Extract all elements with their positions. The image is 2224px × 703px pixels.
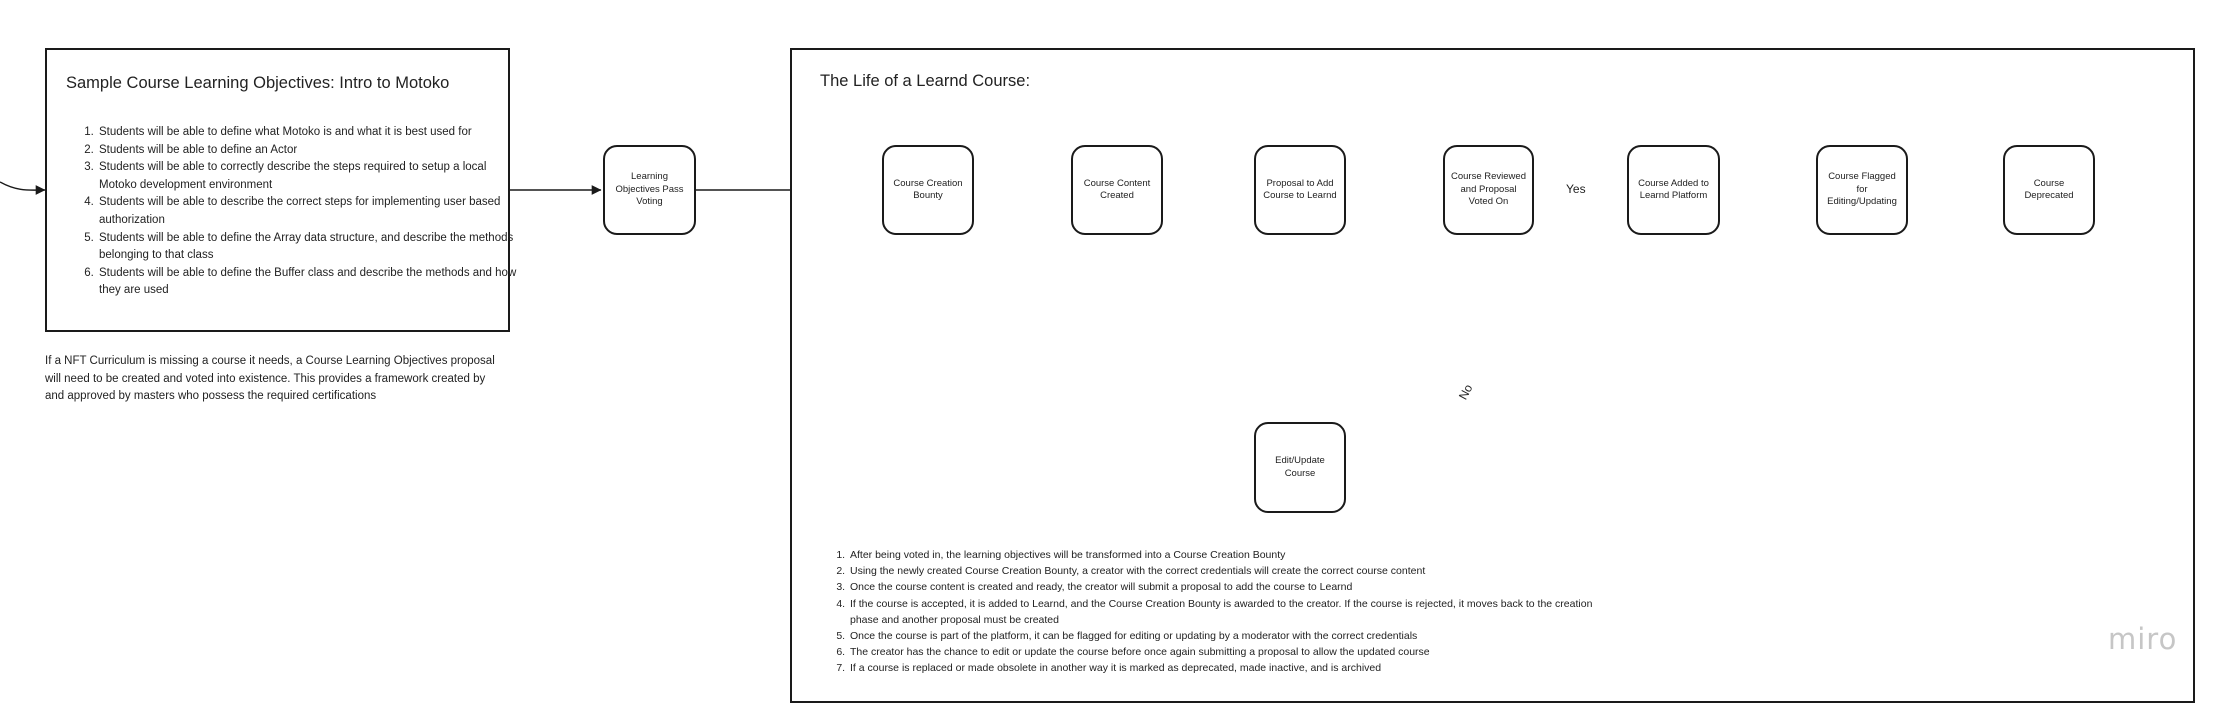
node-line: Editing/Updating [1827, 196, 1897, 208]
node-line: Course to Learnd [1263, 190, 1337, 201]
step-item: If a course is replaced or made obsolete… [848, 660, 1608, 676]
node-proposal-to-add-course[interactable]: Proposal to Add Course to Learnd [1254, 145, 1346, 235]
node-line: Course Reviewed [1451, 171, 1526, 183]
objective-item: Students will be able to correctly descr… [97, 159, 517, 194]
node-line: Learning [631, 171, 668, 183]
miro-logo: miro [2108, 622, 2178, 656]
step-item: Once the course is part of the platform,… [848, 628, 1608, 644]
node-line: Course Creation [893, 177, 963, 189]
objective-item: Students will be able to define the Buff… [97, 265, 517, 300]
step-item: After being voted in, the learning objec… [848, 547, 1608, 563]
step-item: Using the newly created Course Creation … [848, 563, 1608, 579]
node-line: Objectives Pass [615, 183, 684, 195]
node-line: Course Added to [1638, 177, 1709, 189]
objective-item: Students will be able to define the Arra… [97, 230, 517, 265]
node-edit-update-course[interactable]: Edit/Update Course [1254, 422, 1346, 513]
node-line: Course [2033, 177, 2065, 189]
node-course-creation-bounty[interactable]: Course Creation Bounty [882, 145, 974, 235]
step-item: Once the course content is created and r… [848, 579, 1608, 595]
node-line: Course Flagged for [1828, 171, 1896, 195]
node-line: and Proposal [1460, 183, 1517, 195]
node-line: Voted On [1468, 196, 1509, 208]
lifecycle-title: The Life of a Learnd Course: [820, 72, 1031, 90]
node-course-deprecated[interactable]: Course Deprecated [2003, 145, 2095, 235]
node-line: Learnd Platform [1639, 190, 1708, 201]
step-item: The creator has the chance to edit or up… [848, 644, 1608, 660]
edge-label-yes: Yes [1564, 182, 1588, 196]
incoming-connector [0, 181, 46, 195]
objective-item: Students will be able to define an Actor [97, 142, 517, 160]
learning-objectives-title: Sample Course Learning Objectives: Intro… [66, 74, 450, 92]
learning-objectives-list: Students will be able to define what Mot… [71, 124, 517, 300]
curriculum-note: If a NFT Curriculum is missing a course … [45, 355, 495, 402]
node-course-flagged-for-editing[interactable]: Course Flagged for Editing/Updating [1816, 145, 1908, 235]
node-line: Bounty [913, 190, 943, 201]
node-course-content-created[interactable]: Course Content Created [1071, 145, 1163, 235]
node-line: Course Content [1083, 177, 1151, 189]
node-line: Deprecated [2024, 190, 2074, 201]
lifecycle-steps-list: After being voted in, the learning objec… [834, 547, 1608, 677]
step-item: If the course is accepted, it is added t… [848, 596, 1608, 628]
node-line: Voting [636, 196, 663, 208]
node-course-reviewed-voted[interactable]: Course Reviewed and Proposal Voted On [1443, 145, 1534, 235]
objective-item: Students will be able to describe the co… [97, 194, 517, 229]
learning-objectives-box: Sample Course Learning Objectives: Intro… [45, 48, 516, 332]
node-line: Course [1284, 467, 1316, 479]
node-objectives-voting[interactable]: Learning Objectives Pass Voting [603, 145, 696, 235]
node-line: Created [1100, 190, 1134, 201]
node-line: Edit/Update [1275, 455, 1325, 466]
objective-item: Students will be able to define what Mot… [97, 124, 517, 142]
node-line: Proposal to Add [1266, 177, 1334, 189]
node-course-added-to-platform[interactable]: Course Added to Learnd Platform [1627, 145, 1720, 235]
